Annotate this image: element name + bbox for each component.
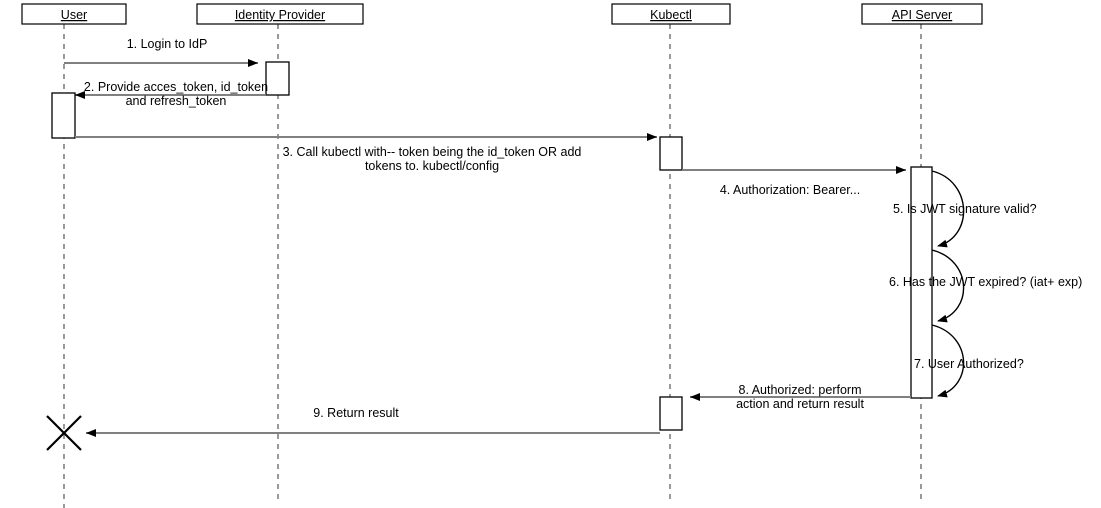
participant-label-api-server: API Server	[892, 8, 952, 22]
message-5-label: 5. Is JWT signature valid?	[893, 202, 1037, 216]
participant-label-identity-provider: Identity Provider	[235, 8, 325, 22]
participant-label-user: User	[61, 8, 87, 22]
message-4-authorization-bearer: 4. Authorization: Bearer...	[682, 166, 906, 197]
message-3-call-kubectl: 3. Call kubectl with-- token being the i…	[75, 133, 657, 173]
message-4-label: 4. Authorization: Bearer...	[720, 183, 860, 197]
message-6-has-jwt-expired: 6. Has the JWT expired? (iat+ exp)	[889, 249, 1082, 323]
message-8-label-line-1: 8. Authorized: perform	[739, 383, 862, 397]
activation-bar-kubectl-top	[659, 136, 683, 171]
message-1-login-to-idp: 1. Login to IdP	[64, 37, 258, 67]
message-3-label-line-2: tokens to. kubectl/config	[365, 159, 499, 173]
participant-box-identity-provider[interactable]	[196, 3, 364, 25]
participant-box-kubectl[interactable]	[611, 3, 731, 25]
message-2-label-line-1: 2. Provide acces_token, id_token	[84, 80, 268, 94]
activation-bar-user	[51, 92, 76, 139]
participant-box-user[interactable]	[21, 3, 127, 25]
message-2-provide-tokens: 2. Provide acces_token, id_token and ref…	[75, 80, 268, 108]
message-6-label: 6. Has the JWT expired? (iat+ exp)	[889, 275, 1082, 289]
message-6-self-arc	[931, 249, 965, 323]
message-7-user-authorized: 7. User Authorized?	[914, 324, 1024, 398]
message-1-label: 1. Login to IdP	[127, 37, 208, 51]
participant-header-user[interactable]: User	[21, 3, 127, 25]
participant-header-identity-provider[interactable]: Identity Provider	[196, 3, 364, 25]
participant-box-api-server[interactable]	[861, 3, 983, 25]
message-9-return-result: 9. Return result	[86, 406, 660, 437]
message-5-is-jwt-signature-valid: 5. Is JWT signature valid?	[893, 170, 1037, 248]
message-8-label-line-2: action and return result	[736, 397, 864, 411]
message-7-label: 7. User Authorized?	[914, 357, 1024, 371]
activation-bar-kubectl-bottom	[659, 396, 683, 431]
message-5-self-arc	[931, 170, 965, 248]
activation-bar-api-server	[910, 166, 933, 399]
activation-bar-identity-provider	[265, 61, 290, 96]
participant-header-api-server[interactable]: API Server	[861, 3, 983, 25]
message-9-label: 9. Return result	[313, 406, 399, 420]
message-8-authorized-perform-action: 8. Authorized: perform action and return…	[690, 383, 911, 411]
message-7-self-arc	[931, 324, 965, 398]
message-3-label-line-1: 3. Call kubectl with-- token being the i…	[283, 145, 582, 159]
participant-header-kubectl[interactable]: Kubectl	[611, 3, 731, 25]
message-2-label-line-2: and refresh_token	[126, 94, 227, 108]
participant-label-kubectl: Kubectl	[650, 8, 692, 22]
lifeline-termination-x-icon	[46, 415, 82, 451]
